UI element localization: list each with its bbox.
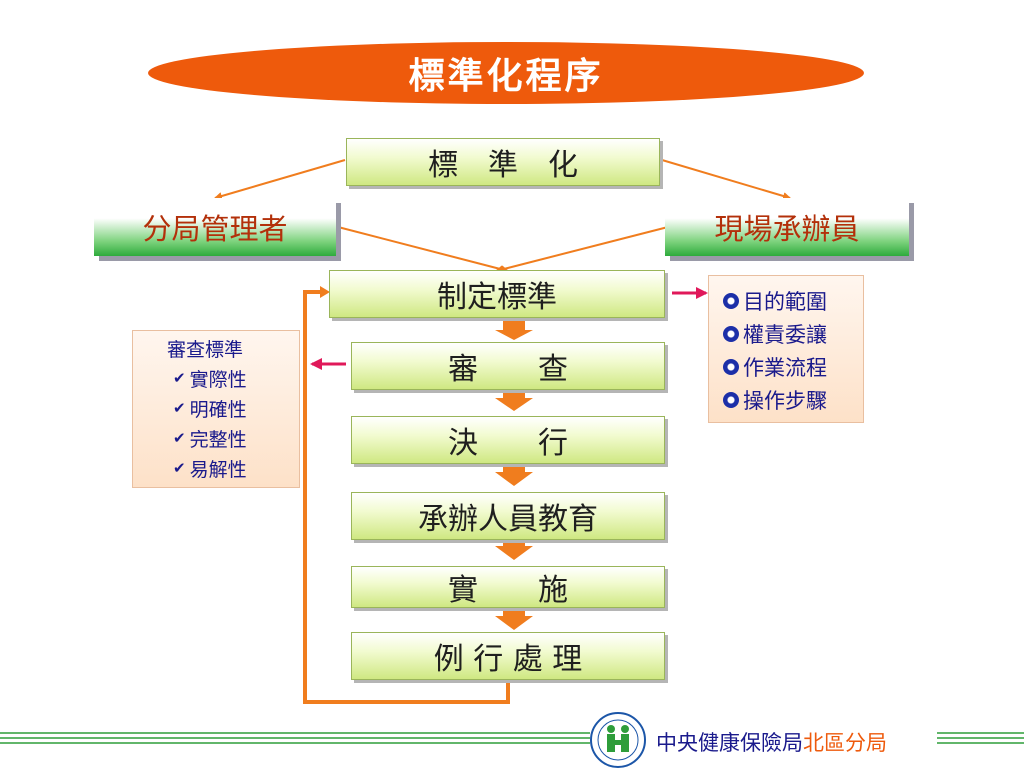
- list-item: 作業流程: [723, 350, 863, 383]
- down-arrow-4: [495, 538, 533, 560]
- down-arrow-1: [495, 318, 533, 340]
- step-label: 審 查: [448, 352, 568, 387]
- flower-bullet-icon: [723, 292, 739, 309]
- list-item: 權責委讓: [723, 317, 863, 350]
- step-review: 審 查: [351, 342, 665, 390]
- flower-bullet-icon: [723, 325, 739, 342]
- connector-right-to-define: [495, 226, 669, 274]
- step-label: 例 行 處 理: [433, 642, 583, 677]
- check-icon: ✔: [173, 459, 186, 477]
- step-routine-processing: 例 行 處 理: [351, 632, 665, 680]
- step-approve: 決 行: [351, 416, 665, 464]
- top-box-standardization: 標 準 化: [346, 138, 660, 186]
- check-icon: ✔: [173, 399, 186, 417]
- role-right-label: 現場承辦員: [714, 212, 860, 246]
- footer-org: 中央健康保險局: [656, 731, 803, 755]
- step-label: 承辦人員教育: [418, 502, 598, 537]
- step-define-standard: 制定標準: [329, 270, 665, 318]
- list-item: ✔易解性: [173, 458, 247, 481]
- list-item: 操作步驟: [723, 383, 863, 416]
- role-field-staff: 現場承辦員: [665, 198, 909, 256]
- loop-back-arrowhead: [320, 286, 330, 298]
- list-item: ✔實際性: [173, 368, 247, 391]
- down-arrow-3: [495, 464, 533, 486]
- down-arrow-2: [495, 390, 533, 411]
- connector-left-to-define: [337, 226, 509, 274]
- connector-top-to-left: [214, 159, 346, 200]
- list-item: 目的範圍: [723, 284, 863, 317]
- check-icon: ✔: [173, 429, 186, 447]
- step-label: 決 行: [448, 426, 568, 461]
- define-contents-box: 目的範圍 權責委讓 作業流程 操作步驟: [708, 275, 864, 423]
- list-item: ✔完整性: [173, 428, 247, 451]
- role-branch-manager: 分局管理者: [94, 198, 336, 256]
- list-item: ✔明確性: [173, 398, 247, 421]
- step-staff-training: 承辦人員教育: [351, 492, 665, 540]
- connector-top-to-right: [661, 159, 791, 200]
- footer-branch: 北區分局: [803, 731, 887, 755]
- down-arrow-5: [495, 608, 533, 630]
- footer-lines: [0, 732, 1024, 744]
- nhi-logo-icon: [590, 712, 646, 768]
- review-criteria-box: 審查標準 ✔實際性 ✔明確性 ✔完整性 ✔易解性: [132, 330, 300, 488]
- review-criteria-heading: 審查標準: [167, 338, 244, 361]
- flower-bullet-icon: [723, 358, 739, 375]
- footer-organization: 中央健康保險局北區分局: [656, 727, 887, 757]
- check-icon: ✔: [173, 369, 186, 387]
- down-arrows: [495, 318, 533, 630]
- role-left-label: 分局管理者: [142, 212, 288, 246]
- top-box-label: 標 準 化: [428, 148, 578, 183]
- page-title: 標準化程序: [148, 42, 864, 104]
- loop-back-connector: [303, 290, 510, 704]
- step-label: 制定標準: [437, 280, 557, 315]
- page-title-text: 標準化程序: [408, 55, 604, 97]
- step-label: 實 施: [448, 573, 568, 608]
- step-implement: 實 施: [351, 566, 665, 608]
- flower-bullet-icon: [723, 391, 739, 408]
